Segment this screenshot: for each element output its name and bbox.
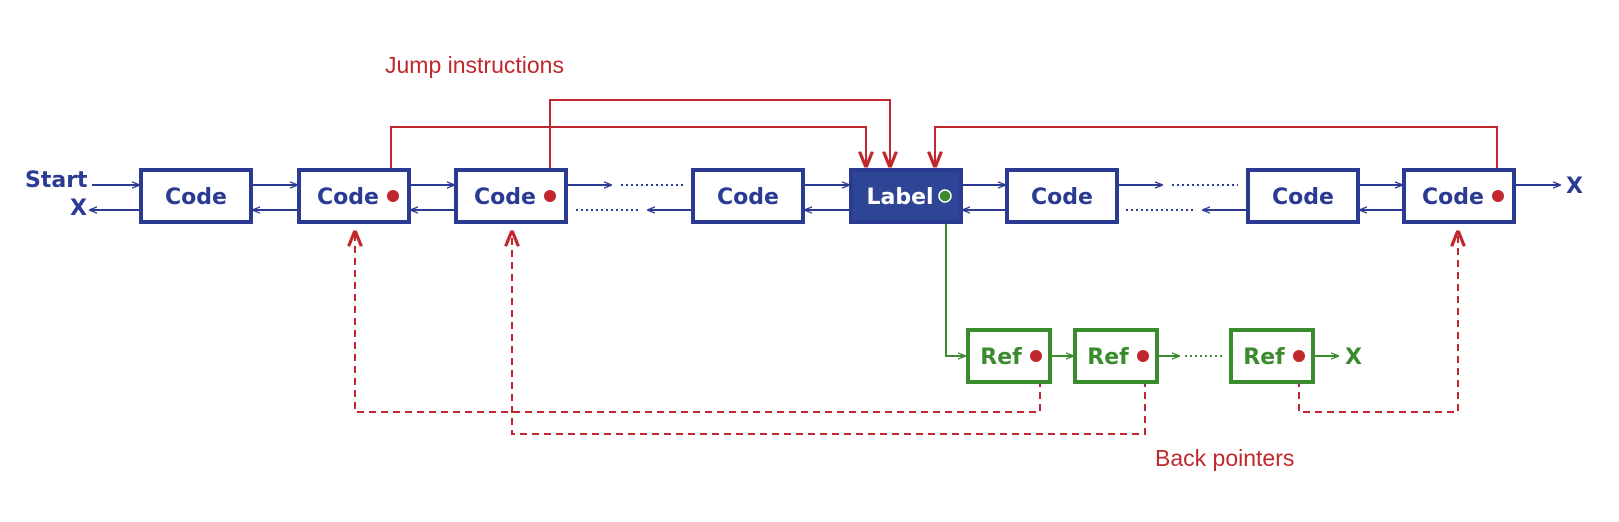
code-node-box bbox=[1246, 168, 1360, 224]
code-node: Code bbox=[691, 168, 805, 224]
ref-node: Ref bbox=[1073, 328, 1159, 384]
code-node: Code bbox=[1402, 168, 1516, 224]
ref-chain: Ref Ref Ref bbox=[966, 328, 1338, 384]
back-link-3 bbox=[1298, 232, 1458, 413]
jump-pointer-dot bbox=[544, 190, 556, 202]
back-link-1 bbox=[355, 232, 1041, 413]
ref-node: Ref bbox=[1229, 328, 1315, 384]
jump-link-3 bbox=[935, 126, 1498, 196]
jump-pointer-dot bbox=[387, 190, 399, 202]
back-pointer-dot bbox=[1137, 350, 1149, 362]
code-node-box bbox=[691, 168, 805, 224]
label-to-ref-link bbox=[945, 196, 965, 356]
code-node-box bbox=[139, 168, 253, 224]
code-node-text: Code bbox=[1422, 185, 1484, 210]
code-chain-links bbox=[90, 185, 1560, 210]
jump-link-2 bbox=[549, 99, 890, 196]
code-node: Code bbox=[454, 168, 568, 224]
code-chain: Code Code Code Code Label Code Code Code bbox=[139, 168, 1516, 224]
ref-end-x-label: X bbox=[1345, 345, 1362, 370]
jump-link-1 bbox=[390, 126, 866, 196]
start-label: Start bbox=[25, 168, 88, 193]
right-end-x-label: X bbox=[1566, 174, 1583, 199]
ref-node-text: Ref bbox=[1243, 345, 1285, 370]
code-node-text: Code bbox=[1031, 185, 1093, 210]
back-pointers-caption: Back pointers bbox=[1155, 445, 1294, 471]
code-node-box bbox=[1005, 168, 1119, 224]
code-node: Code bbox=[1005, 168, 1119, 224]
back-pointer-dot bbox=[1293, 350, 1305, 362]
code-node: Code bbox=[297, 168, 411, 224]
label-node-box bbox=[849, 168, 963, 224]
back-link-2 bbox=[512, 232, 1146, 435]
back-pointer-dot bbox=[1030, 350, 1042, 362]
code-node-text: Code bbox=[474, 185, 536, 210]
code-node: Code bbox=[139, 168, 253, 224]
label-pointer-dot bbox=[938, 189, 952, 203]
code-node-text: Code bbox=[317, 185, 379, 210]
label-node: Label bbox=[849, 168, 963, 224]
ref-node: Ref bbox=[966, 328, 1052, 384]
jump-instruction-links bbox=[390, 99, 1498, 196]
code-node-text: Code bbox=[165, 185, 227, 210]
ref-node-text: Ref bbox=[1087, 345, 1129, 370]
ref-node-text: Ref bbox=[980, 345, 1022, 370]
code-node-text: Code bbox=[717, 185, 779, 210]
jump-pointer-dot bbox=[1492, 190, 1504, 202]
jump-instructions-caption: Jump instructions bbox=[385, 52, 564, 78]
left-end-x-label: X bbox=[70, 196, 87, 221]
code-node-text: Code bbox=[1272, 185, 1334, 210]
code-node: Code bbox=[1246, 168, 1360, 224]
label-node-text: Label bbox=[866, 185, 933, 210]
